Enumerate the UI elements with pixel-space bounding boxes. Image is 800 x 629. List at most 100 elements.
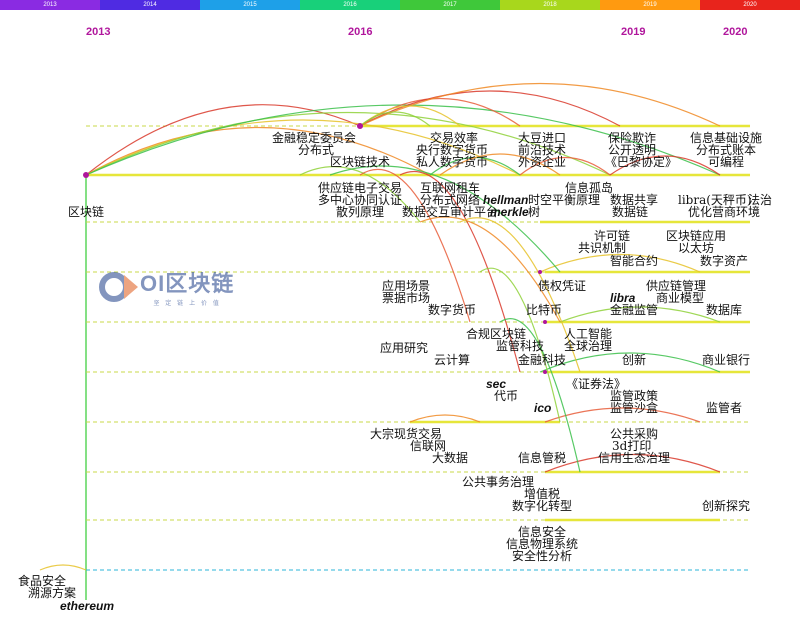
citation-arc — [544, 453, 721, 473]
keyword: 区块链 — [68, 205, 105, 219]
keyword: 商业模型 — [656, 291, 705, 305]
keyword: 互联网租车 — [420, 181, 481, 195]
keyword: 信息管税 — [518, 451, 567, 465]
keyword: 区块链技术 — [330, 155, 391, 169]
keyword: 供应链电子交易 — [318, 181, 403, 195]
keyword: 法治 — [748, 193, 773, 207]
keyword: 智能合约 — [610, 254, 659, 268]
keyword: 区块链应用 — [666, 229, 727, 243]
keyword: 信用生态治理 — [598, 451, 671, 465]
keyword: 创新 — [622, 353, 647, 367]
keyword: 散列原理 — [336, 205, 385, 219]
timeline-segment: 2017 — [400, 0, 500, 10]
keyword: 数字资产 — [700, 254, 749, 268]
keyword: 公共采购 — [610, 427, 659, 441]
keyword: 数据交互审计平台 — [402, 205, 499, 219]
keyword: 大豆进口 — [518, 131, 567, 145]
citation-arc — [359, 97, 521, 127]
keyword: 前沿技术 — [518, 143, 567, 157]
keyword: 公共事务治理 — [462, 475, 535, 489]
keyword: 交易效率 — [430, 131, 479, 145]
keyword: 金融科技 — [518, 353, 567, 367]
keyword: 金融监管 — [610, 303, 659, 317]
keyword: 多中心协同认证 — [318, 193, 403, 207]
timeline-segment: 2016 — [300, 0, 400, 10]
keyword: 安全性分析 — [512, 549, 573, 563]
keyword: 监管科技 — [496, 339, 545, 353]
keyword: 私人数字货币 — [416, 155, 489, 169]
keyword: 云计算 — [434, 353, 471, 367]
keyword: 优化营商环境 — [688, 205, 761, 219]
keyword: 共识机制 — [578, 241, 627, 255]
keyword: libra(天秤币) — [678, 193, 752, 207]
keyword: 监管政策 — [610, 389, 659, 403]
timeline-segment: 2019 — [600, 0, 700, 10]
keyword: 监管者 — [706, 401, 743, 415]
keyword: 以太坊 — [678, 241, 715, 255]
citation-arc — [359, 111, 431, 127]
timeline-node — [543, 370, 547, 374]
year-label: 2019 — [621, 26, 646, 38]
keyword: 央行数字货币 — [416, 143, 489, 157]
timeline-segment: 2014 — [100, 0, 200, 10]
keyword: 增值税 — [524, 487, 561, 501]
timeline-segment: 2020 — [700, 0, 800, 10]
keyword: 公开透明 — [608, 143, 657, 157]
citation-arc — [85, 119, 521, 176]
watermark-logo: OI区块链 坚 定 链 上 价 值 — [98, 266, 234, 307]
keyword: 债权凭证 — [538, 279, 587, 293]
keyword: 金融稳定委员会 — [272, 131, 357, 145]
citation-arc — [539, 352, 721, 373]
keyword: 信息物理系统 — [506, 537, 579, 551]
citation-arc — [359, 90, 621, 127]
timeline-segment: 2018 — [500, 0, 600, 10]
keyword: 数字化转型 — [512, 499, 573, 513]
keyword: 树 — [528, 205, 541, 219]
keyword: 信息基础设施 — [690, 131, 763, 145]
citation-arc — [539, 253, 701, 273]
keyword: 大数据 — [432, 451, 469, 465]
keyword: 外资企业 — [518, 155, 567, 169]
logo-title: OI区块链 — [140, 271, 235, 296]
keyword: 许可链 — [594, 229, 631, 243]
timeline-segment: 2013 — [0, 0, 100, 10]
keyword: 应用场景 — [382, 279, 431, 293]
keyword: 数据链 — [612, 205, 649, 219]
keyword: 《巴黎协定》 — [605, 155, 678, 169]
keyword: 创新探究 — [702, 499, 751, 513]
keyword: 合规区块链 — [466, 327, 527, 341]
timeline-bar: 2013 2014 2015 2016 2017 2018 2019 2020 — [0, 0, 800, 10]
keyword: 应用研究 — [380, 341, 429, 355]
citation-arc — [499, 318, 581, 473]
keyword: hellman — [483, 193, 529, 207]
keyword: 数据库 — [706, 303, 743, 317]
keyword: 商业银行 — [702, 353, 751, 367]
citation-arc — [544, 407, 701, 423]
year-label: 2016 — [348, 26, 373, 38]
timeline-node — [357, 123, 363, 129]
keyword: 全球治理 — [564, 339, 613, 353]
keyword: 信息孤岛 — [565, 181, 614, 195]
keyword: 信息安全 — [518, 525, 567, 539]
keyword: 监管沙盒 — [610, 401, 659, 415]
timeline-segment: 2015 — [200, 0, 300, 10]
keyword: ico — [534, 401, 552, 415]
keyword: 代币 — [494, 389, 519, 403]
citation-arc — [409, 414, 481, 423]
timeline-node — [538, 270, 542, 274]
year-label: 2013 — [86, 26, 111, 38]
year-label: 2020 — [723, 26, 748, 38]
citation-arc — [299, 166, 421, 223]
keyword: 3d打印 — [612, 439, 652, 453]
keyword: 保险欺诈 — [608, 131, 657, 145]
citation-arc — [359, 168, 471, 323]
citation-arc — [85, 111, 611, 176]
citation-arc — [459, 217, 581, 373]
keyword: 供应链管理 — [646, 279, 707, 293]
keyword: 分布式网络 — [420, 193, 481, 207]
timeline-node — [543, 320, 547, 324]
logo-icon — [98, 269, 140, 305]
citation-arc — [39, 564, 87, 571]
logo-tagline: 坚 定 链 上 价 值 — [153, 300, 221, 307]
